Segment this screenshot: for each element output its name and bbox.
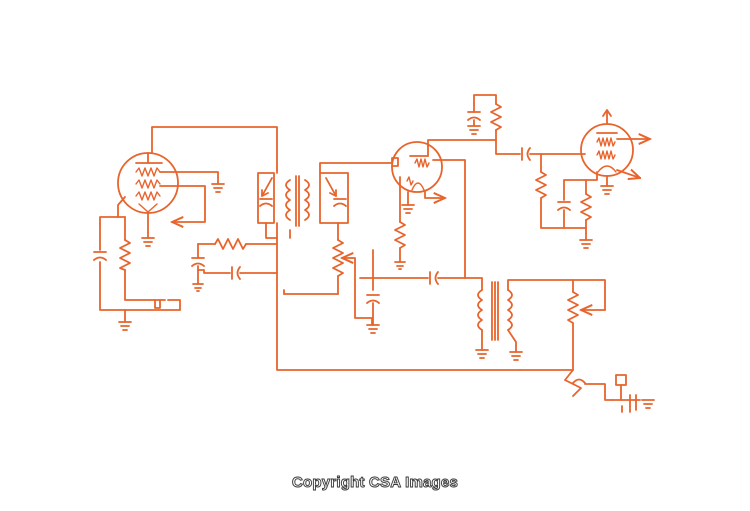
ground-icon	[366, 324, 380, 334]
ground-icon	[509, 351, 523, 361]
capacitor-icon	[521, 147, 531, 161]
ground-icon	[401, 204, 415, 214]
ground-icon	[600, 185, 614, 195]
potentiometer-icon	[567, 291, 579, 324]
vacuum-tube-3-icon	[580, 109, 634, 177]
copyright-caption: Copyright CSA Images	[292, 474, 459, 492]
ground-icon	[192, 283, 204, 292]
resistor-icon	[119, 239, 131, 271]
resistor-icon	[535, 171, 547, 199]
ground-icon	[579, 239, 593, 249]
capacitor-icon	[366, 294, 380, 304]
capacitor-icon	[429, 271, 439, 285]
transformer-2-icon	[477, 281, 513, 341]
ground-icon	[118, 321, 132, 331]
switch-icon	[564, 369, 641, 413]
capacitor-icon	[93, 251, 107, 261]
ground-icon	[394, 261, 406, 270]
resistor-icon	[214, 238, 247, 250]
ground-icon	[475, 349, 489, 359]
capacitor-icon	[231, 266, 241, 280]
vacuum-tube-1-icon	[117, 152, 179, 214]
resistor-icon	[580, 193, 592, 221]
capacitor-icon	[557, 201, 571, 211]
ground-icon	[141, 237, 155, 247]
transformer-1-icon	[257, 172, 349, 227]
capacitor-icon	[191, 257, 205, 267]
ground-icon	[467, 125, 481, 135]
capacitor-icon	[467, 111, 481, 121]
ground-icon	[211, 183, 225, 193]
resistor-icon	[490, 103, 502, 131]
vacuum-tube-2-icon	[391, 141, 443, 193]
resistor-icon	[394, 221, 406, 249]
ground-icon	[641, 399, 655, 409]
potentiometer-icon	[332, 239, 352, 277]
